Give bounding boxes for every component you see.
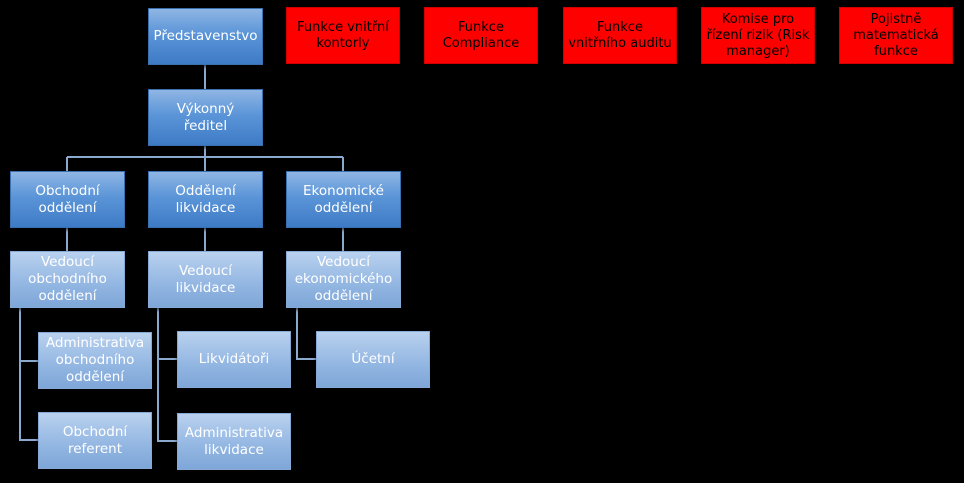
sales-referent-node: Obchodní referent [38,412,152,469]
internal-control-function-node: Funkce vnitřní kontorly [286,7,400,64]
sales-head-node: Vedoucí obchodního oddělení [10,251,125,308]
connector-liquidation-staff [157,308,177,442]
board-node: Představenstvo [148,8,263,65]
internal-audit-function-node: Funkce vnitřního auditu [563,7,677,64]
connector-economic-staff [296,308,316,360]
liquidation-department-node: Oddělení likvidace [148,171,263,228]
economic-department-node: Ekonomické oddělení [286,171,401,228]
sales-admin-node: Administrativa obchodního oddělení [38,332,152,389]
liquidation-head-node: Vedoucí likvidace [148,251,263,308]
liquidation-admin-node: Administrativa likvidace [177,413,291,470]
connector-sales-staff [19,308,38,441]
liquidators-node: Likvidátoři [177,331,291,388]
economic-head-node: Vedoucí ekonomického oddělení [286,251,401,308]
accountant-node: Účetní [316,331,430,388]
compliance-function-node: Funkce Compliance [424,7,538,64]
ceo-node: Výkonný ředitel [148,89,263,146]
sales-department-node: Obchodní oddělení [10,171,125,228]
risk-committee-node: Komise pro řízení rizik (Risk manager) [701,7,815,64]
actuarial-function-node: Pojistně matematická funkce [839,7,953,64]
